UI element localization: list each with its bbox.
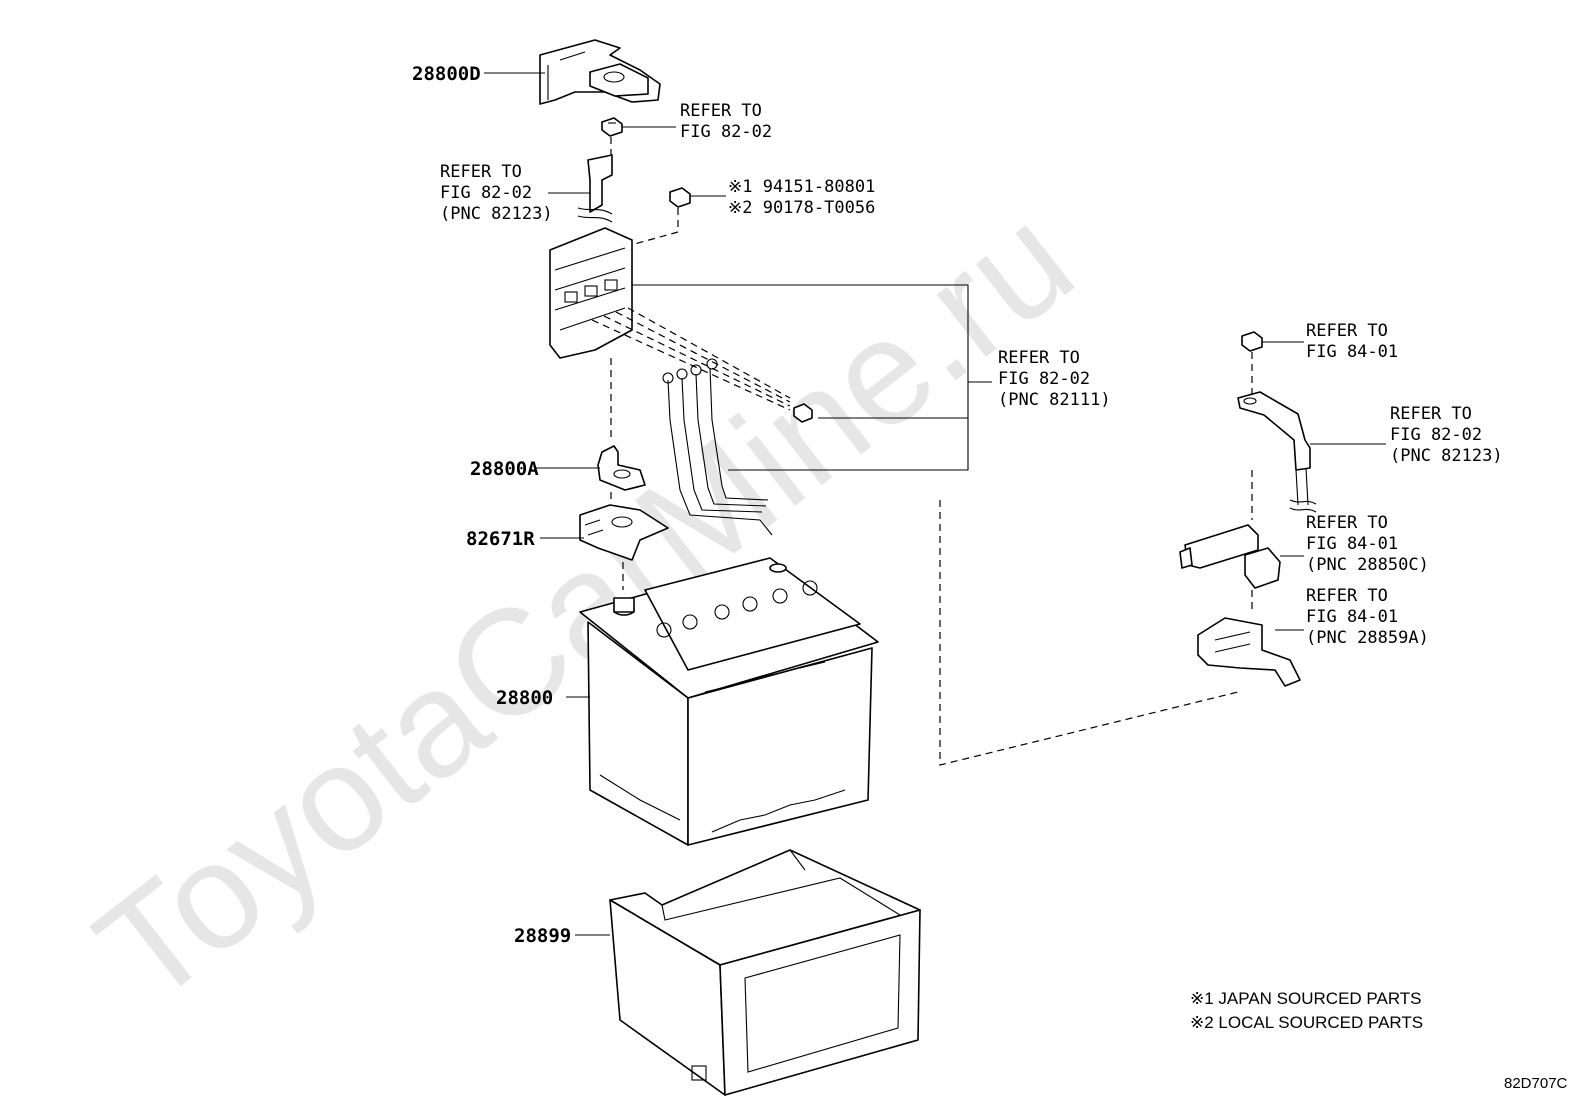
battery-tray-28899[interactable] [609, 849, 921, 1096]
label-28800: 28800 [496, 687, 553, 709]
cable-terminal-right[interactable] [1237, 391, 1317, 513]
label-28800D: 28800D [412, 63, 481, 85]
ref-bracket: REFER TO FIG 84-01 (PNC 28859A) [1306, 586, 1429, 648]
terminal-cover-28800D[interactable] [539, 39, 661, 105]
harness-cables[interactable] [662, 358, 773, 536]
footnotes: ※1 JAPAN SOURCED PARTS ※2 LOCAL SOURCED … [1190, 989, 1426, 1032]
nut-right[interactable] [1241, 331, 1263, 352]
sensor-bracket[interactable] [1197, 617, 1301, 687]
ref-cable-right: REFER TO FIG 82-02 (PNC 82123) [1390, 404, 1503, 466]
dash-harness [591, 307, 791, 411]
fuse-block[interactable] [549, 227, 633, 359]
ref-cable-left: REFER TO FIG 82-02 (PNC 82123) [440, 162, 553, 224]
terminal-28800A[interactable] [597, 445, 646, 491]
ref-nut-top: REFER TO FIG 82-02 [680, 101, 772, 142]
ref-nut-right: REFER TO FIG 84-01 [1306, 321, 1398, 362]
battery-sensor[interactable] [1179, 524, 1281, 589]
diagram-code: 82D707C [1504, 1075, 1568, 1092]
harness-bracket [632, 284, 969, 471]
dash-nut-mid [619, 208, 679, 249]
ref-sensor: REFER TO FIG 84-01 (PNC 28850C) [1306, 513, 1429, 575]
dash-long-right [939, 500, 1239, 766]
nut-middle[interactable] [669, 187, 691, 208]
terminal-cover-82671R[interactable] [579, 504, 669, 561]
nut-top[interactable] [601, 117, 623, 137]
label-28899: 28899 [514, 925, 571, 947]
harness-nut[interactable] [793, 403, 813, 423]
ref-nut-mid: ※1 94151-80801 ※2 90178-T0056 [728, 177, 886, 218]
label-28800A: 28800A [470, 458, 539, 480]
cable-terminal-left[interactable] [577, 154, 613, 223]
dash-vertical-left-2 [610, 492, 624, 590]
battery-28800[interactable] [579, 557, 879, 846]
ref-harness: REFER TO FIG 82-02 (PNC 82111) [998, 348, 1111, 410]
label-82671R: 82671R [466, 528, 535, 550]
